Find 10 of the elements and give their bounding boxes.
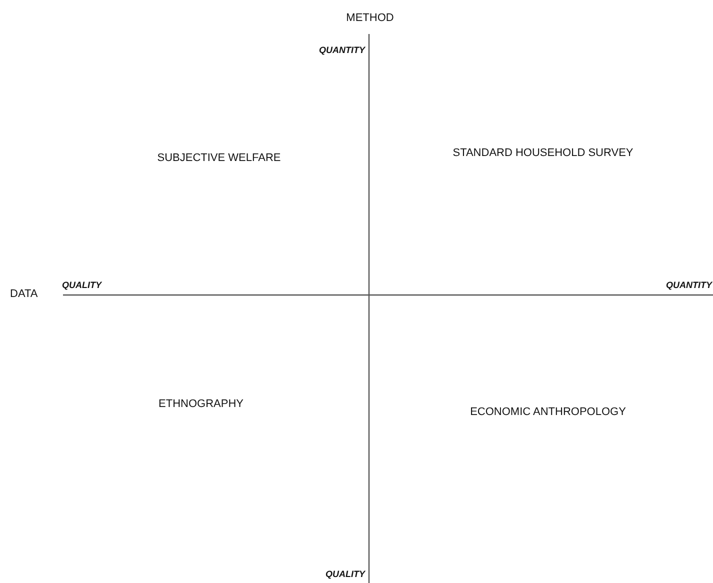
quadrant-label: SUBJECTIVE WELFARE bbox=[157, 152, 281, 165]
quadrant-label: STANDARD HOUSEHOLD SURVEY bbox=[452, 147, 634, 160]
quadrant-label: ECONOMIC ANTHROPOLOGY bbox=[470, 406, 626, 419]
axis-title: DATA bbox=[10, 288, 38, 301]
quadrant-label: ETHNOGRAPHY bbox=[158, 398, 244, 411]
axis-end-label: QUALITY bbox=[62, 280, 102, 291]
axis-title: METHOD bbox=[346, 12, 394, 25]
axis-end-label: QUANTITY bbox=[319, 45, 365, 56]
axis-end-label: QUALITY bbox=[326, 569, 365, 580]
axis-end-label: QUANTITY bbox=[666, 280, 712, 291]
